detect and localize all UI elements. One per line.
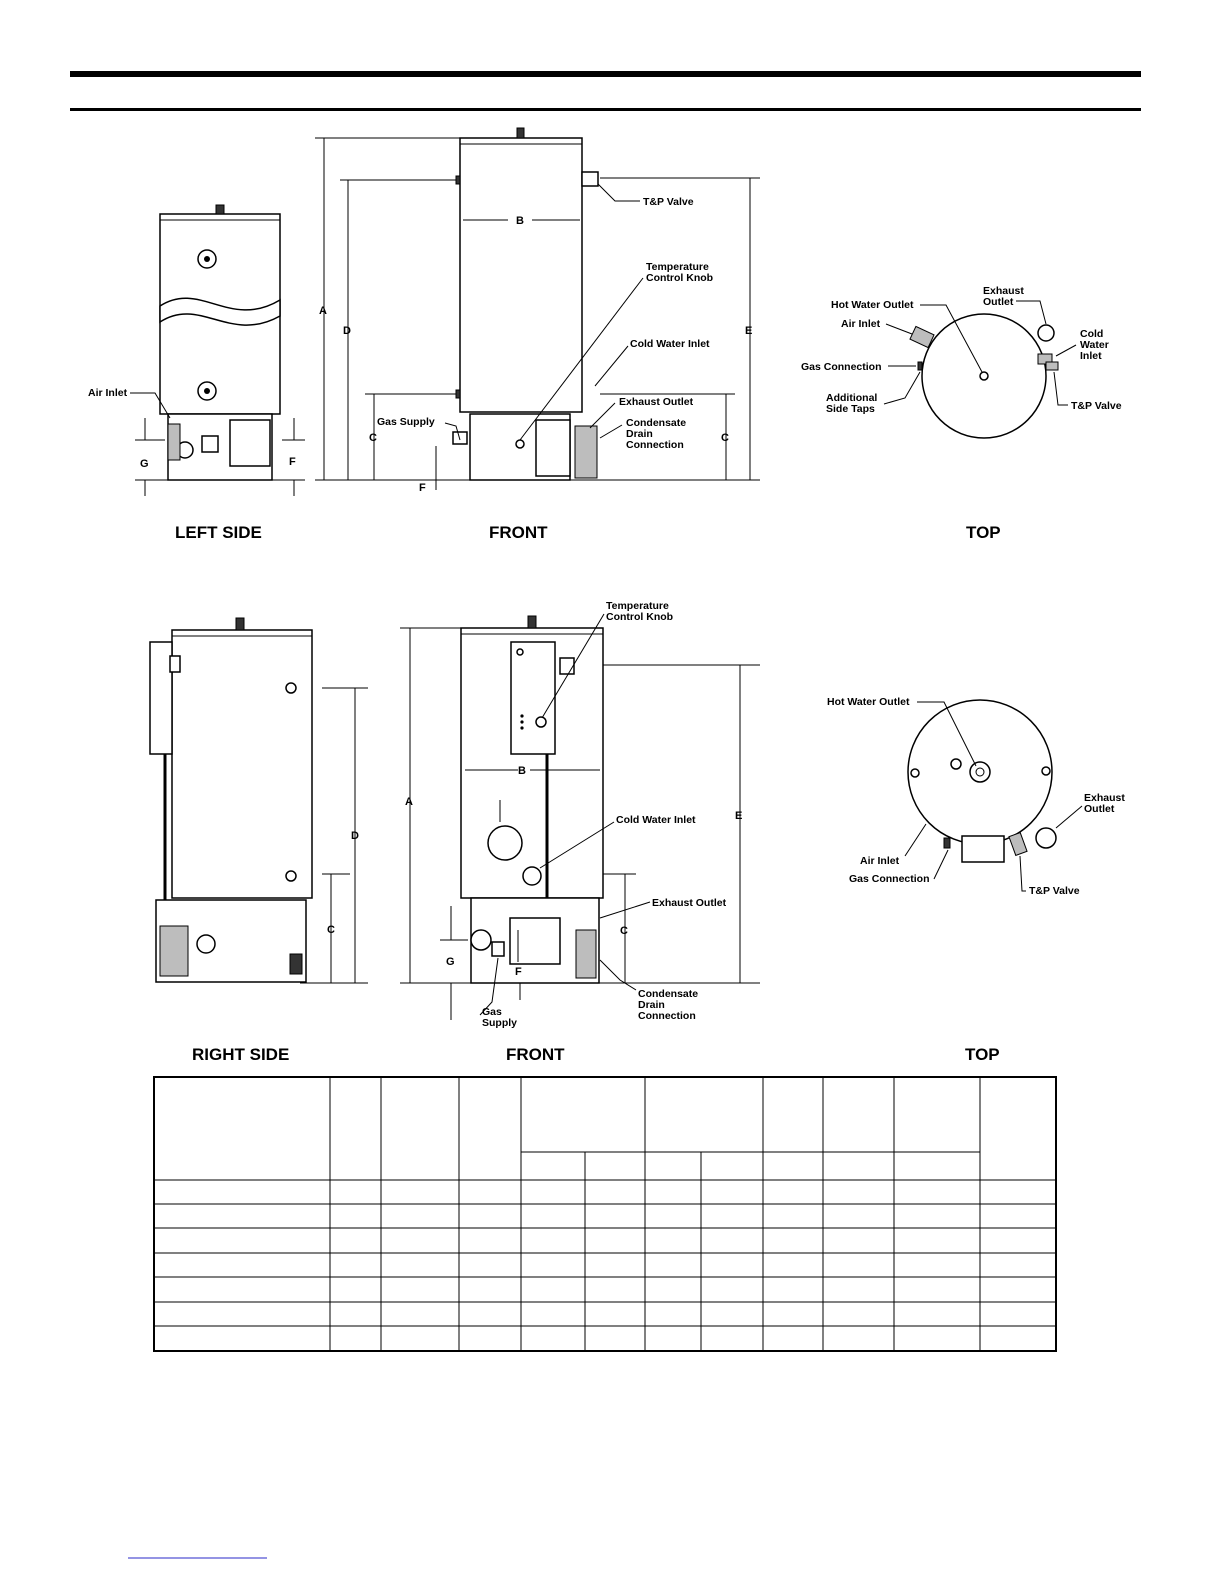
dim-c-right-side: C	[327, 924, 335, 936]
view-title-top-1: TOP	[966, 523, 1001, 542]
gas-connection-top-label: Gas Connection	[801, 361, 882, 373]
dim-b-front-bottom: B	[518, 765, 526, 777]
exhaust-outlet-top-label-2: Outlet	[983, 296, 1014, 308]
hot-water-outlet-top-label: Hot Water Outlet	[831, 299, 914, 311]
hot-water-outlet-bottom-label: Hot Water Outlet	[827, 696, 910, 708]
tp-valve-bottom-label: T&P Valve	[1029, 885, 1080, 897]
dim-d-right-side: D	[351, 830, 359, 842]
side-taps-label-2: Side Taps	[826, 403, 875, 415]
exhaust-outlet-top2-label-1: Exhaust	[1084, 792, 1125, 804]
cold-water-inlet-label: Cold Water Inlet	[630, 338, 710, 350]
temp-knob-label-2: Control Knob	[646, 272, 713, 284]
top-view-bottom	[904, 699, 1083, 892]
tp-valve-label: T&P Valve	[643, 196, 694, 208]
air-inlet-top-label: Air Inlet	[841, 318, 881, 330]
tp-valve-top-label: T&P Valve	[1071, 400, 1122, 412]
temp-knob-label-1: Temperature	[646, 261, 709, 273]
front-view-bottom	[400, 613, 760, 1020]
dim-g-left: G	[140, 458, 149, 470]
cold-water-top-label-3: Inlet	[1080, 350, 1102, 362]
view-title-front-top: FRONT	[489, 523, 548, 542]
condensate-bottom-label-3: Connection	[638, 1010, 696, 1022]
dim-e-front-bottom: E	[735, 810, 742, 822]
condensate-bottom-label-2: Drain	[638, 999, 665, 1011]
cold-water-inlet-bottom-label: Cold Water Inlet	[616, 814, 696, 826]
dim-g-front-bottom: G	[446, 956, 455, 968]
condensate-bottom-label-1: Condensate	[638, 988, 698, 1000]
gas-connection-bottom-label: Gas Connection	[849, 873, 930, 885]
gas-supply-label: Gas Supply	[377, 416, 435, 428]
dim-d-front: D	[343, 325, 351, 337]
exhaust-outlet-top-label-1: Exhaust	[983, 285, 1024, 297]
dim-c-right-front: C	[721, 432, 729, 444]
view-title-left-side: LEFT SIDE	[175, 523, 262, 542]
temp-knob-bottom-label-1: Temperature	[606, 600, 669, 612]
front-view-top	[315, 127, 760, 490]
cold-water-top-label-2: Water	[1080, 339, 1109, 351]
dim-f-front-bottom: F	[515, 966, 522, 978]
dim-c-front: C	[369, 432, 377, 444]
view-title-right-side: RIGHT SIDE	[192, 1045, 289, 1064]
dim-a-front-bottom: A	[405, 796, 413, 808]
exhaust-outlet-label: Exhaust Outlet	[619, 396, 694, 408]
condensate-label-3: Connection	[626, 439, 684, 451]
dim-e-front: E	[745, 325, 752, 337]
gas-supply-bottom-label-2: Supply	[482, 1017, 517, 1029]
dim-c-front-bottom: C	[620, 925, 628, 937]
side-taps-label-1: Additional	[826, 392, 877, 404]
top-view-top	[883, 300, 1077, 439]
air-inlet-bottom-label: Air Inlet	[860, 855, 900, 867]
left-side-view-top	[130, 204, 305, 496]
dim-b-front: B	[516, 215, 524, 227]
exhaust-outlet-bottom-label: Exhaust Outlet	[652, 897, 727, 909]
header-thick-rule	[70, 71, 1141, 77]
view-title-front-bottom: FRONT	[506, 1045, 565, 1064]
cold-water-top-label-1: Cold	[1080, 328, 1103, 340]
right-side-view-bottom	[149, 617, 368, 984]
dim-f-left: F	[289, 456, 296, 468]
condensate-label-2: Drain	[626, 428, 653, 440]
view-title-top-2: TOP	[965, 1045, 1000, 1064]
air-inlet-label: Air Inlet	[88, 387, 128, 399]
gas-supply-bottom-label-1: Gas	[482, 1006, 502, 1018]
exhaust-outlet-top2-label-2: Outlet	[1084, 803, 1115, 815]
dim-a-front: A	[319, 305, 327, 317]
temp-knob-bottom-label-2: Control Knob	[606, 611, 673, 623]
header-thin-rule	[70, 108, 1141, 111]
condensate-label-1: Condensate	[626, 417, 686, 429]
dim-f-front: F	[419, 482, 426, 494]
dimension-table	[153, 1076, 1057, 1352]
